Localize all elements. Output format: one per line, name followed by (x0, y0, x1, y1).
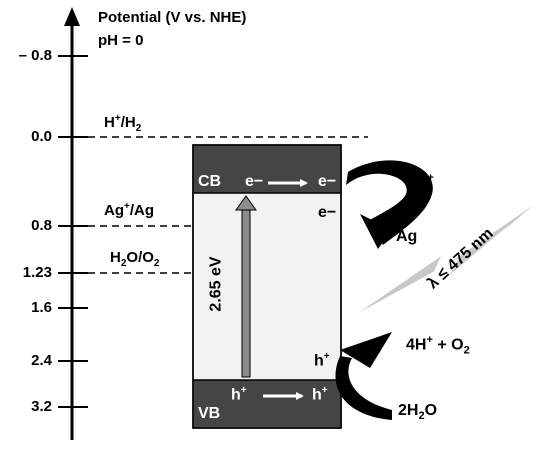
cb-label: CB (198, 173, 222, 190)
ag-metal-label: Ag (396, 228, 418, 245)
excitation-arrow-head (235, 195, 257, 211)
tick-label-0.0: 0.0 (31, 128, 52, 145)
cb-electron-left: e− (245, 173, 264, 190)
silver-reduction-arrow (346, 160, 433, 245)
vb-label: VB (198, 405, 221, 422)
potential-axis-arrowhead (64, 7, 80, 26)
ag-ion-label: Ag+ (406, 172, 434, 192)
water-oxidation-arrow (335, 356, 392, 420)
semiconductor-outline (192, 144, 342, 429)
tick-label-neg0.8: – 0.8 (18, 47, 52, 64)
h2o-o2-label: H2O/O2 (110, 249, 160, 269)
h-plus-h2-label: H+/H2 (104, 113, 142, 134)
tick-label-1.6: 1.6 (31, 299, 52, 316)
tick-label-3.2: 3.2 (31, 398, 52, 415)
vb-hole-right: h+ (312, 385, 328, 404)
ph-label: pH = 0 (98, 32, 144, 49)
axis-title: Potential (V vs. NHE) (98, 9, 247, 26)
silver-reduction-arrowhead (360, 214, 392, 249)
vb-hole-left: h+ (231, 385, 247, 404)
bandgap-label: 2.65 eV (207, 256, 225, 312)
ag-plus-ag-label: Ag+/Ag (104, 201, 155, 219)
valence-band (193, 380, 341, 428)
cb-electron-right: e− (318, 173, 337, 190)
surface-hole-label: h+ (314, 351, 330, 370)
water-label: 2H2O (398, 402, 438, 423)
water-oxidation-arrowhead (340, 332, 392, 368)
excitation-arrow-shaft (241, 207, 251, 378)
light-bolt-icon (349, 199, 541, 319)
tick-label-2.4: 2.4 (31, 352, 52, 369)
surface-electron-label: e− (318, 204, 337, 221)
conduction-band (193, 145, 341, 193)
tick-label-1.23: 1.23 (22, 264, 52, 281)
tick-label-0.8: 0.8 (31, 217, 52, 234)
oxygen-product-label: 4H+ + O2 (406, 334, 470, 357)
